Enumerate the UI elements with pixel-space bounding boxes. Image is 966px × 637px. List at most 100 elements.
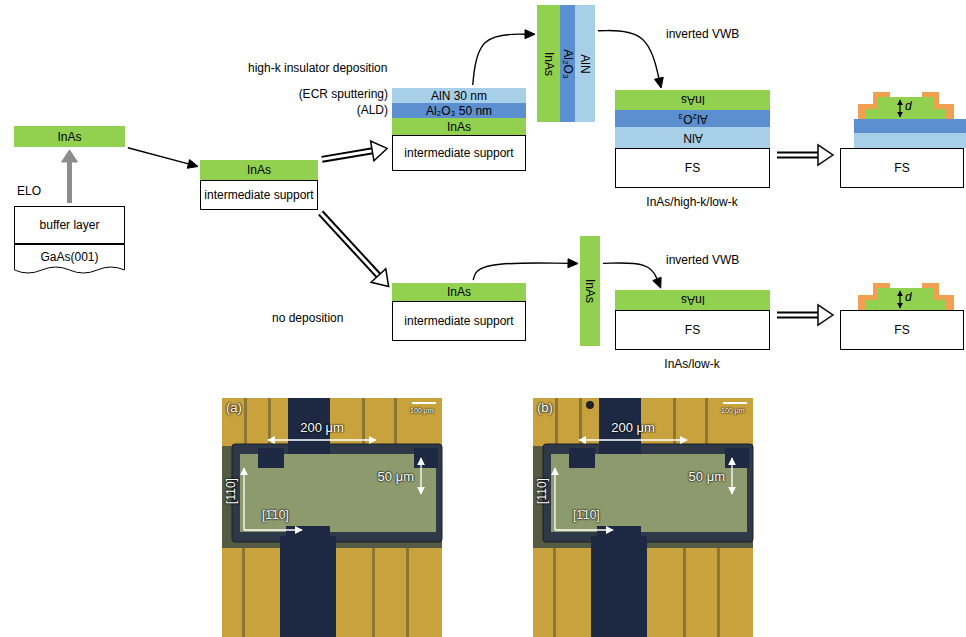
layer-label: buffer layer (40, 219, 100, 231)
edge-label: inverted VWB (665, 254, 740, 268)
layer-label: FS (894, 324, 909, 336)
thickness-arrow (899, 291, 900, 308)
thickness-arrow (899, 100, 900, 117)
support-box: intermediate support (392, 135, 526, 171)
arrow-head (62, 150, 78, 162)
insulator-layer: AlN (615, 127, 770, 148)
scale-bar (412, 402, 436, 404)
connector-line (322, 151, 374, 160)
layer-label: InAs (447, 286, 471, 298)
film-layer: InAs (392, 283, 526, 301)
layer-label: InAs (584, 279, 596, 303)
connector-arrow (62, 150, 78, 203)
film-layer: InAs (537, 5, 560, 122)
dimension-label: 200 μm (611, 421, 655, 436)
insulator-layer: AlN (575, 5, 595, 122)
aln-layer (854, 133, 966, 148)
pad-gap (244, 398, 247, 446)
layer-label: InAs (680, 294, 704, 306)
connector-line (603, 263, 658, 281)
method-note: (ALD) (357, 104, 388, 118)
connector-line (67, 160, 72, 203)
pad-gap (394, 398, 397, 446)
connector-line (128, 148, 190, 165)
layer-label: GaAs(001) (40, 251, 98, 263)
lead-arm (280, 536, 336, 637)
crystal-direction: [110] (536, 478, 550, 504)
connector-line (321, 213, 380, 277)
thickness-symbol: d (905, 100, 912, 114)
device-lower (858, 283, 954, 310)
dimension-arrow (268, 439, 376, 440)
micrograph (533, 398, 753, 637)
contact-electrode (922, 283, 954, 310)
wafer-shape (15, 245, 125, 274)
gold-pad (336, 548, 442, 637)
arrow-head (653, 277, 661, 288)
arrow-head (371, 269, 389, 287)
arrow-head (568, 259, 578, 268)
panel-letter: (a) (226, 401, 242, 416)
connector-arrow (777, 305, 833, 325)
film-layer: InAs (615, 90, 770, 110)
crystal-direction: [110] (225, 478, 239, 504)
support-box: intermediate support (392, 301, 526, 341)
layer-label: intermediate support (204, 189, 313, 201)
connector-arrow (598, 31, 663, 88)
arrow-head (371, 141, 387, 161)
pad-gap (362, 398, 365, 446)
contact-pad (286, 526, 330, 540)
layer-label: Al₂O₃ (562, 49, 574, 79)
axis-arrow (243, 468, 244, 530)
micrograph-ground (222, 398, 442, 637)
debris-spot (586, 401, 594, 409)
arrow-head (818, 145, 833, 165)
pad-gap (406, 548, 409, 637)
connector-arrow (473, 30, 535, 85)
substrate-box: FS (840, 148, 964, 188)
crystal-direction: [1̄10] (262, 509, 289, 523)
layer-label: Al₂O₃ 50 nm (426, 105, 492, 117)
al2o3-layer (854, 119, 966, 133)
connector-line (322, 151, 374, 160)
scale-bar-label: 100 μm (721, 407, 745, 415)
support-box: intermediate support (200, 180, 318, 210)
insulator-layer: AlN 30 nm (392, 88, 526, 103)
dimension-label: 50 μm (689, 470, 725, 485)
scale-bar-label: 100 μm (410, 407, 434, 415)
device-upper (854, 92, 966, 148)
substrate-box: FS (615, 148, 770, 188)
substrate-box: GaAs(001) (14, 244, 125, 276)
film-layer: InAs (14, 126, 125, 147)
pad-gap (242, 548, 245, 637)
connector-line (777, 152, 820, 159)
substrate-box: FS (615, 310, 770, 350)
contact-electrode (858, 283, 890, 310)
etched-region (232, 444, 442, 542)
layer-label: FS (894, 162, 909, 174)
pad-gap (372, 548, 375, 637)
layer-label: AlN (683, 132, 702, 144)
connector-arrow (321, 213, 389, 287)
structure-label: InAs/low-k (664, 358, 719, 372)
layer-label: InAs (447, 121, 471, 133)
micrograph (222, 398, 442, 637)
contact-electrode (922, 92, 954, 119)
dimension-label: 50 μm (378, 470, 414, 485)
film-layer: InAs (392, 118, 526, 135)
dimension-label: 200 μm (300, 421, 344, 436)
arrow-head (187, 160, 198, 169)
layer-label: intermediate support (404, 147, 513, 159)
layer-label: InAs (680, 94, 704, 106)
process-step: no deposition (272, 312, 343, 326)
connector-arrow (777, 145, 833, 165)
edge-label: ELO (16, 185, 42, 199)
connector-line (598, 31, 659, 81)
insulator-layer: Al₂O₃ (560, 5, 575, 122)
axis-arrow (244, 529, 302, 530)
layer-label: InAs (543, 51, 555, 75)
gold-pad (222, 398, 288, 446)
connector-arrow (603, 263, 661, 288)
